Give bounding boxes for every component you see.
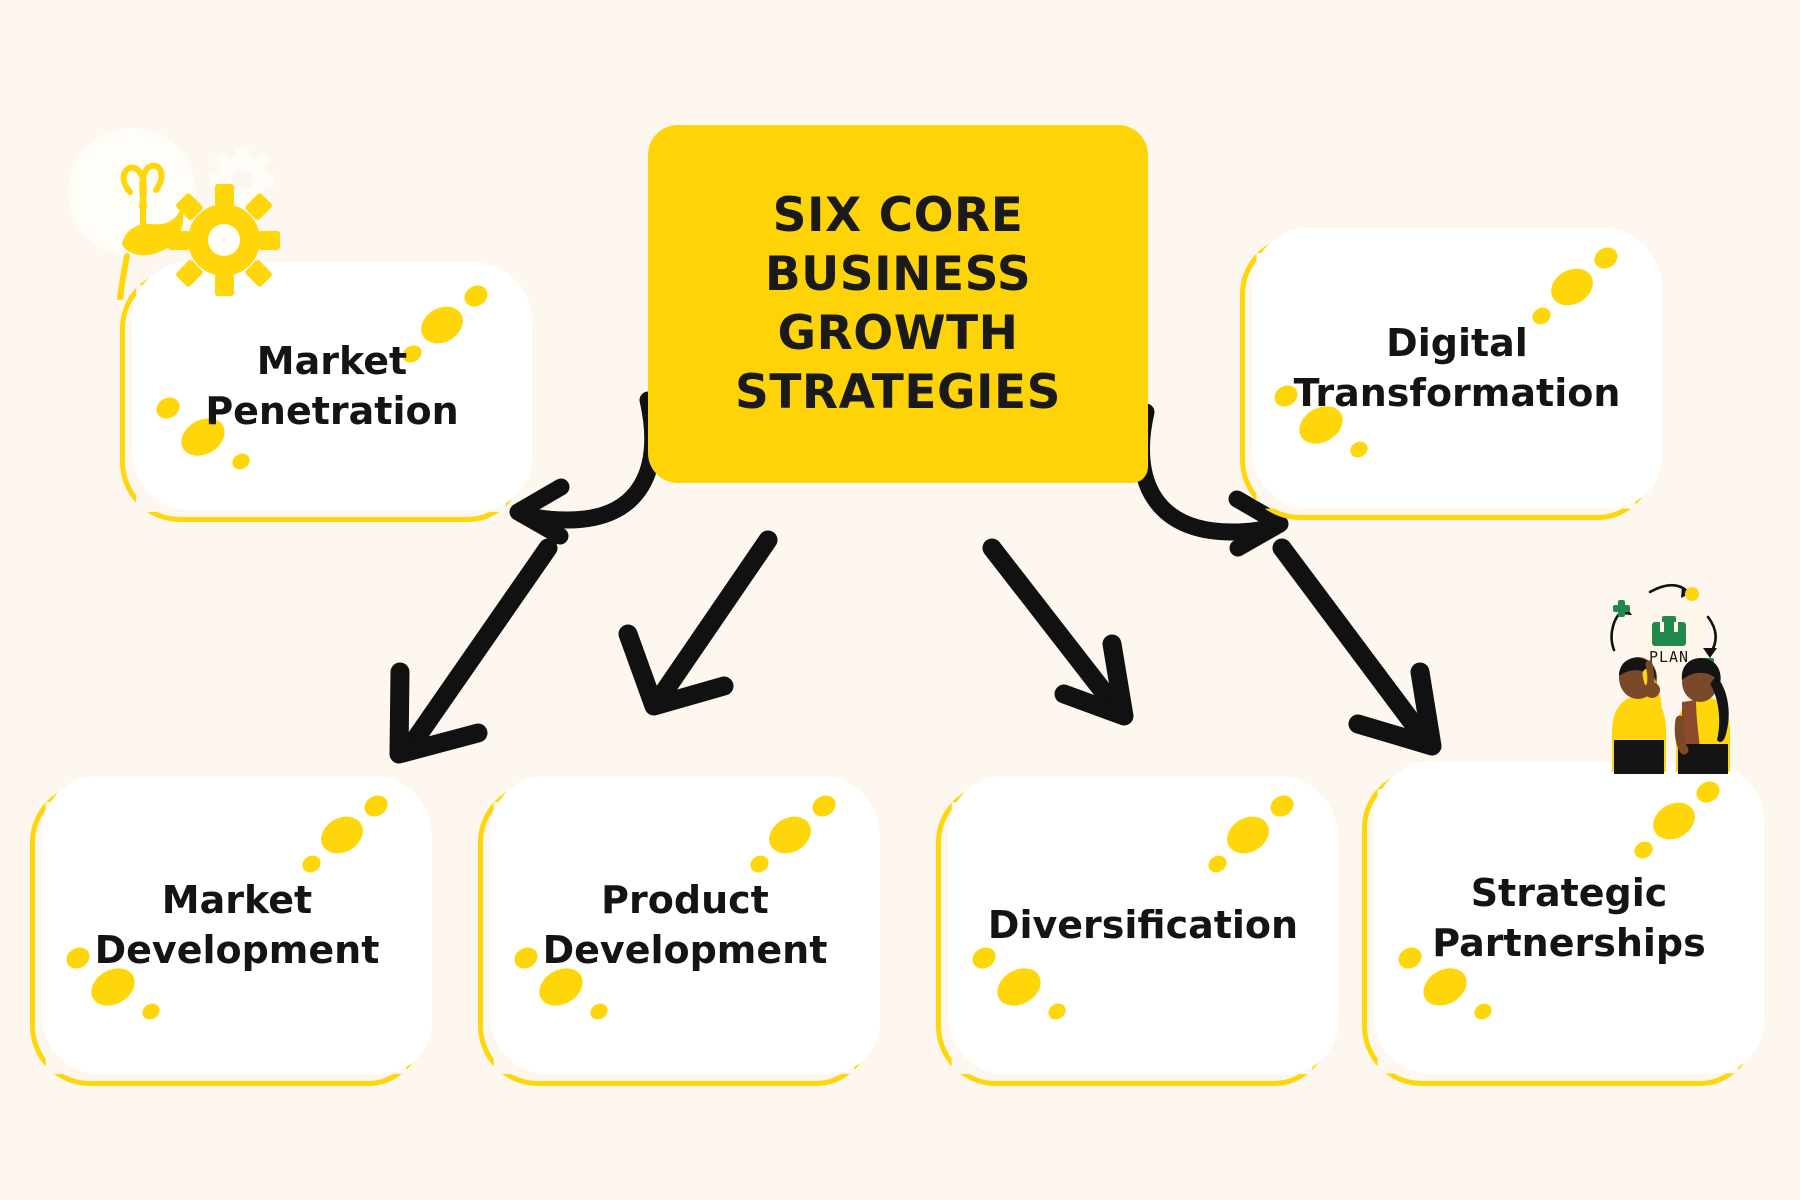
arrow-to-market-development bbox=[389, 538, 558, 764]
card-surface bbox=[1374, 762, 1764, 1074]
card-product-development[interactable]: Product Development bbox=[478, 776, 880, 1086]
card-surface bbox=[42, 776, 432, 1074]
card-surface bbox=[948, 776, 1338, 1074]
yellow-dot-icon bbox=[1685, 587, 1699, 601]
arrow-to-diversification bbox=[982, 538, 1134, 726]
briefcase-icon bbox=[1652, 616, 1686, 646]
card-label: Market Development bbox=[94, 877, 380, 972]
card-label: Digital Transformation bbox=[1293, 320, 1621, 415]
card-digital-transformation[interactable]: Digital Transformation bbox=[1240, 228, 1662, 520]
page-title: Six Core Business Growth Strategies bbox=[734, 187, 1061, 421]
lightbulb-icon bbox=[116, 162, 184, 300]
person-listening bbox=[1674, 658, 1730, 774]
card-label: Market Penetration bbox=[205, 338, 459, 433]
arrow-to-product-development bbox=[618, 530, 778, 716]
person-pointing bbox=[1612, 657, 1666, 774]
card-label: Diversification bbox=[987, 902, 1299, 947]
green-cross-icon bbox=[1613, 600, 1630, 617]
card-diversification[interactable]: Diversification bbox=[936, 776, 1338, 1086]
center-hub: Six Core Business Growth Strategies bbox=[648, 125, 1148, 483]
arrow-to-market-penetration bbox=[509, 391, 662, 545]
card-surface bbox=[490, 776, 880, 1074]
plan-board-label: PLAN bbox=[1649, 648, 1689, 666]
team-planning-illustration: PLAN bbox=[1610, 583, 1730, 774]
gear-icon bbox=[168, 184, 280, 296]
card-market-development[interactable]: Market Development bbox=[30, 776, 432, 1086]
card-surface bbox=[1252, 228, 1662, 508]
card-label: Product Development bbox=[542, 877, 828, 972]
card-strategic-partnerships[interactable]: Strategic Partnerships bbox=[1362, 762, 1764, 1086]
arrow-to-strategic-partnerships bbox=[1272, 538, 1442, 756]
card-surface bbox=[132, 262, 532, 510]
card-label: Strategic Partnerships bbox=[1432, 870, 1706, 965]
